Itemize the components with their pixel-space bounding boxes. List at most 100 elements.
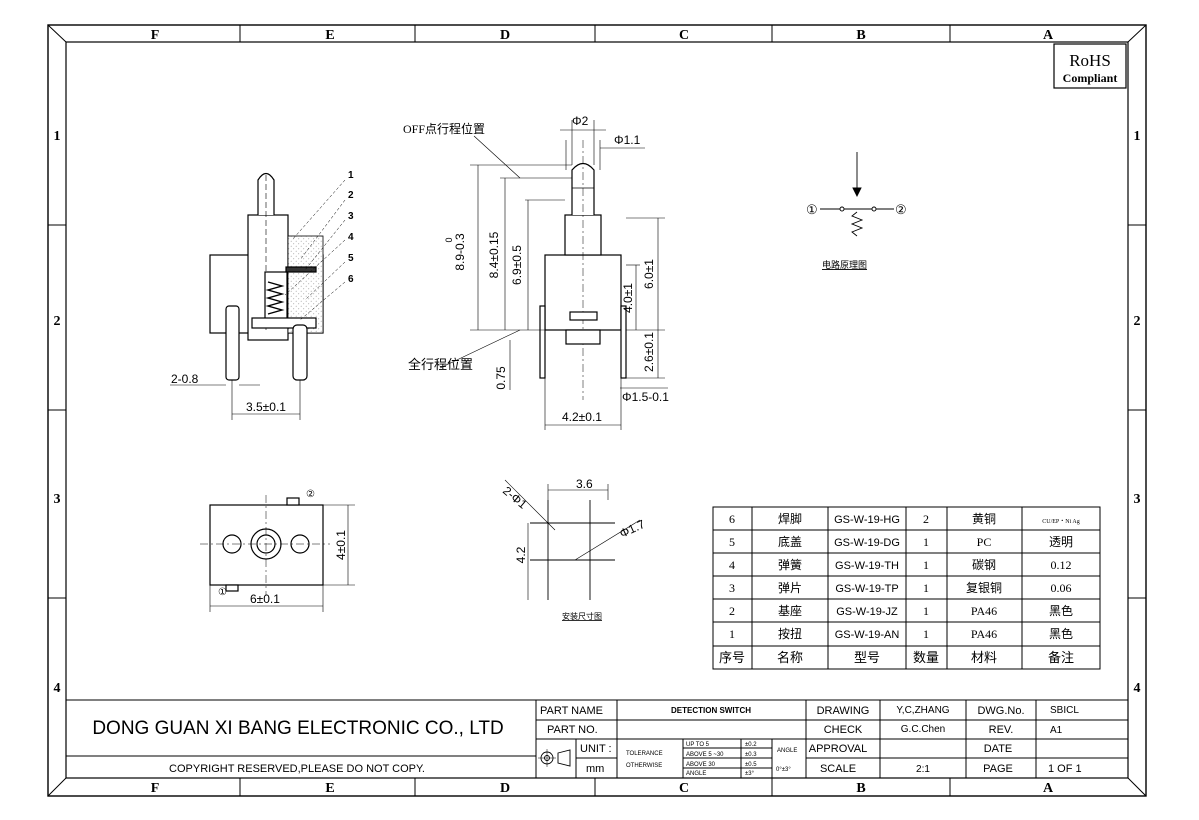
bom-cell: 黑色 bbox=[1049, 627, 1073, 641]
bom-header-cell: 数量 bbox=[913, 650, 939, 665]
projection-symbol bbox=[538, 749, 571, 767]
dim-top-height: 4±0.1 bbox=[334, 530, 348, 560]
zone-row-right: 2 bbox=[1134, 314, 1141, 329]
bom-cell: GS-W-19-HG bbox=[834, 514, 900, 526]
part-name-label: PART NAME bbox=[540, 705, 603, 717]
bom-header-cell: 材料 bbox=[971, 650, 997, 665]
company-name: DONG GUAN XI BANG ELECTRONIC CO., LTD bbox=[92, 718, 503, 739]
drawing-value: Y,C,ZHANG bbox=[896, 705, 949, 716]
bom-cell: GS-W-19-TP bbox=[835, 583, 898, 595]
circuit-node-2: ② bbox=[895, 202, 907, 217]
rohs-title: RoHS bbox=[1069, 51, 1111, 70]
check-label: CHECK bbox=[824, 724, 863, 736]
dim-h26: 2.6±0.1 bbox=[642, 332, 656, 372]
unit-label: UNIT : bbox=[580, 743, 612, 755]
bom-cell: 焊脚 bbox=[778, 511, 802, 526]
callout-number: 3 bbox=[348, 211, 354, 222]
bom-cell: 0.12 bbox=[1051, 558, 1072, 572]
dim-pin-spacing: 3.5±0.1 bbox=[246, 400, 286, 414]
bom-cell: CU/EP・Ni Ag bbox=[1042, 519, 1080, 525]
bom-cell: 4 bbox=[729, 558, 735, 572]
tol-value: ±0.2 bbox=[745, 742, 757, 748]
bom-cell: 1 bbox=[923, 604, 929, 618]
zone-col-top: B bbox=[856, 28, 865, 43]
tol-range: ANGLE bbox=[686, 771, 706, 777]
zone-letters: F E D C B A F E D C B A 1 2 3 4 1 2 3 4 bbox=[54, 28, 1141, 796]
top-view bbox=[200, 495, 355, 612]
bom-cell: 2 bbox=[729, 604, 735, 618]
dim-d2: Φ2 bbox=[572, 114, 589, 128]
bom-cell: 黄铜 bbox=[972, 511, 996, 526]
angle-label: ANGLE bbox=[777, 748, 797, 754]
bom-cell: 碳钢 bbox=[972, 558, 996, 572]
top-marker-2: ② bbox=[306, 489, 315, 500]
dim-h890-zero: 0 bbox=[444, 237, 454, 242]
front-view bbox=[439, 120, 668, 430]
zone-row-right: 4 bbox=[1134, 681, 1141, 696]
rohs-badge: RoHS Compliant bbox=[1053, 43, 1127, 89]
scale-value: 2:1 bbox=[916, 764, 930, 775]
mount-caption: 安装尺寸图 bbox=[562, 611, 602, 621]
dim-h60: 6.0±1 bbox=[642, 259, 656, 289]
callout-number: 2 bbox=[348, 190, 354, 201]
dim-h40: 4.0±1 bbox=[621, 283, 635, 313]
bom-cell: 1 bbox=[923, 581, 929, 595]
side-callouts: 1 2 3 4 5 6 bbox=[348, 170, 354, 285]
dim-top-width: 6±0.1 bbox=[250, 592, 280, 606]
dim-pin-width: 2-0.8 bbox=[171, 372, 199, 386]
label-off-travel: OFF点行程位置 bbox=[403, 121, 485, 136]
bom-cell: 1 bbox=[923, 558, 929, 572]
callout-number: 1 bbox=[348, 170, 354, 181]
bom-cell: 1 bbox=[923, 627, 929, 641]
bom-header-cell: 序号 bbox=[719, 650, 745, 665]
scale-label: SCALE bbox=[820, 763, 856, 775]
zone-col-top: E bbox=[325, 28, 334, 43]
dim-h84: 8.4±0.15 bbox=[487, 231, 501, 278]
rev-label: REV. bbox=[989, 724, 1014, 736]
bom-cell: PC bbox=[977, 535, 992, 549]
zone-col-top: A bbox=[1043, 28, 1054, 43]
bom-cell: 3 bbox=[729, 581, 735, 595]
zone-col-bottom: A bbox=[1043, 781, 1054, 796]
zone-row-left: 2 bbox=[54, 314, 61, 329]
zone-row-right: 1 bbox=[1134, 129, 1141, 144]
bom-cell: PA46 bbox=[971, 627, 997, 641]
dim-d11: Φ1.1 bbox=[614, 133, 641, 147]
bom-cell: 2 bbox=[923, 512, 929, 526]
dim-h890: 8.9-0.3 bbox=[453, 233, 467, 271]
zone-col-bottom: C bbox=[679, 781, 689, 796]
part-no-label: PART NO. bbox=[547, 724, 598, 736]
part-name-value: DETECTION SWITCH bbox=[671, 706, 751, 715]
callout-number: 5 bbox=[348, 253, 354, 264]
dim-w42: 4.2±0.1 bbox=[562, 410, 602, 424]
tol-range: UP TO 5 bbox=[686, 742, 710, 748]
side-section-view bbox=[170, 172, 346, 420]
date-label: DATE bbox=[984, 743, 1013, 755]
tol-range: ABOVE 30 bbox=[686, 762, 716, 768]
zone-col-bottom: D bbox=[500, 781, 510, 796]
dim-mount-diameter: Φ1.7 bbox=[617, 517, 647, 541]
zone-row-left: 1 bbox=[54, 129, 61, 144]
otherwise-label: OTHERWISE bbox=[626, 763, 662, 769]
tol-value: ±0.5 bbox=[745, 762, 757, 768]
bom-header-cell: 型号 bbox=[854, 650, 880, 665]
bom-cell: 弹簧 bbox=[778, 557, 802, 572]
zone-col-bottom: B bbox=[856, 781, 865, 796]
callout-number: 6 bbox=[348, 274, 354, 285]
bom-cell: 6 bbox=[729, 512, 735, 526]
dim-h69: 6.9±0.5 bbox=[510, 245, 524, 285]
dwg-no-label: DWG.No. bbox=[977, 705, 1024, 717]
unit-value: mm bbox=[586, 763, 604, 775]
rohs-compliant: Compliant bbox=[1063, 71, 1118, 85]
zone-col-bottom: E bbox=[325, 781, 334, 796]
label-full-travel: 全行程位置 bbox=[408, 357, 473, 372]
dwg-no-value: SBICL bbox=[1050, 705, 1079, 716]
title-block bbox=[66, 699, 1129, 778]
bom-cell: 复银铜 bbox=[966, 580, 1002, 595]
tol-range: ABOVE 5 ~30 bbox=[686, 752, 724, 758]
zone-row-left: 3 bbox=[54, 492, 61, 507]
bom-cell: 按扭 bbox=[778, 627, 802, 641]
bom-cell: GS-W-19-AN bbox=[835, 629, 900, 641]
bom-cell: 基座 bbox=[778, 603, 802, 618]
